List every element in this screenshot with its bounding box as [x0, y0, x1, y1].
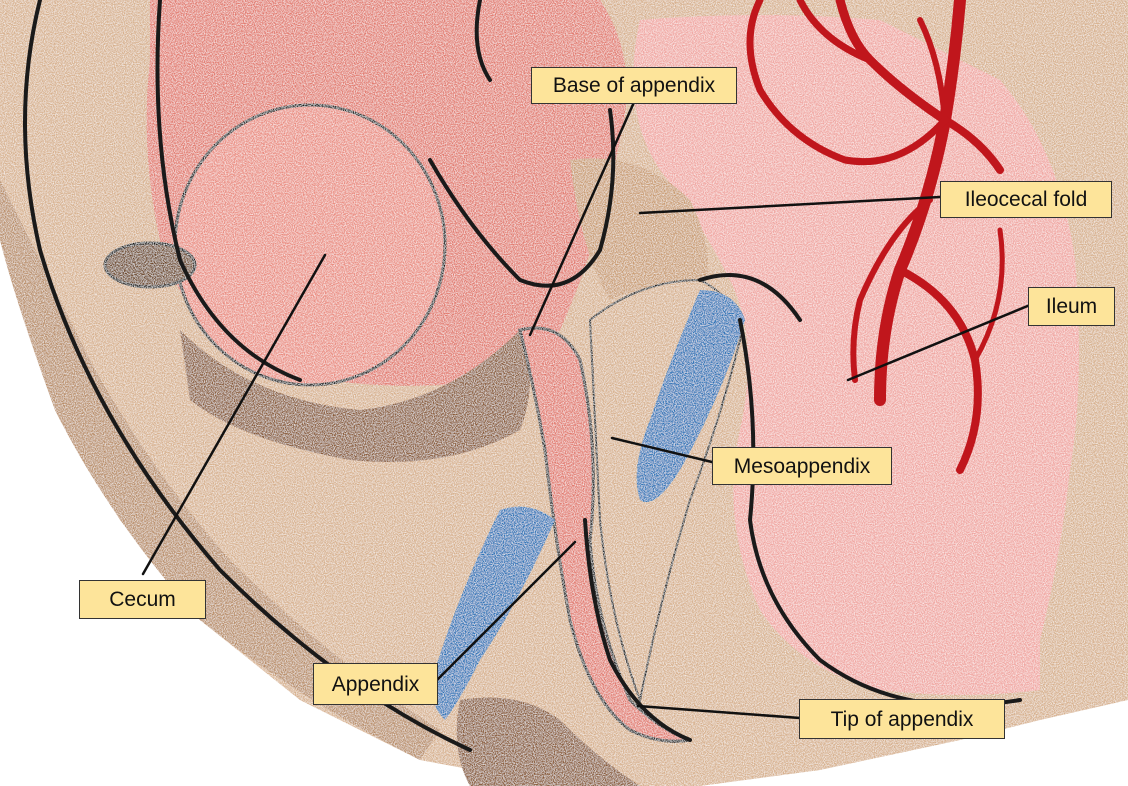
label-appendix: Appendix — [313, 663, 438, 705]
label-mesoappendix: Mesoappendix — [712, 447, 892, 485]
label-cecum: Cecum — [79, 580, 206, 619]
label-base-of-appendix: Base of appendix — [531, 67, 737, 104]
cecum-bulge-shape — [175, 105, 445, 385]
label-tip-of-appendix: Tip of appendix — [799, 699, 1005, 739]
label-ileum: Ileum — [1028, 287, 1115, 326]
label-ileocecal-fold: Ileocecal fold — [940, 181, 1112, 218]
